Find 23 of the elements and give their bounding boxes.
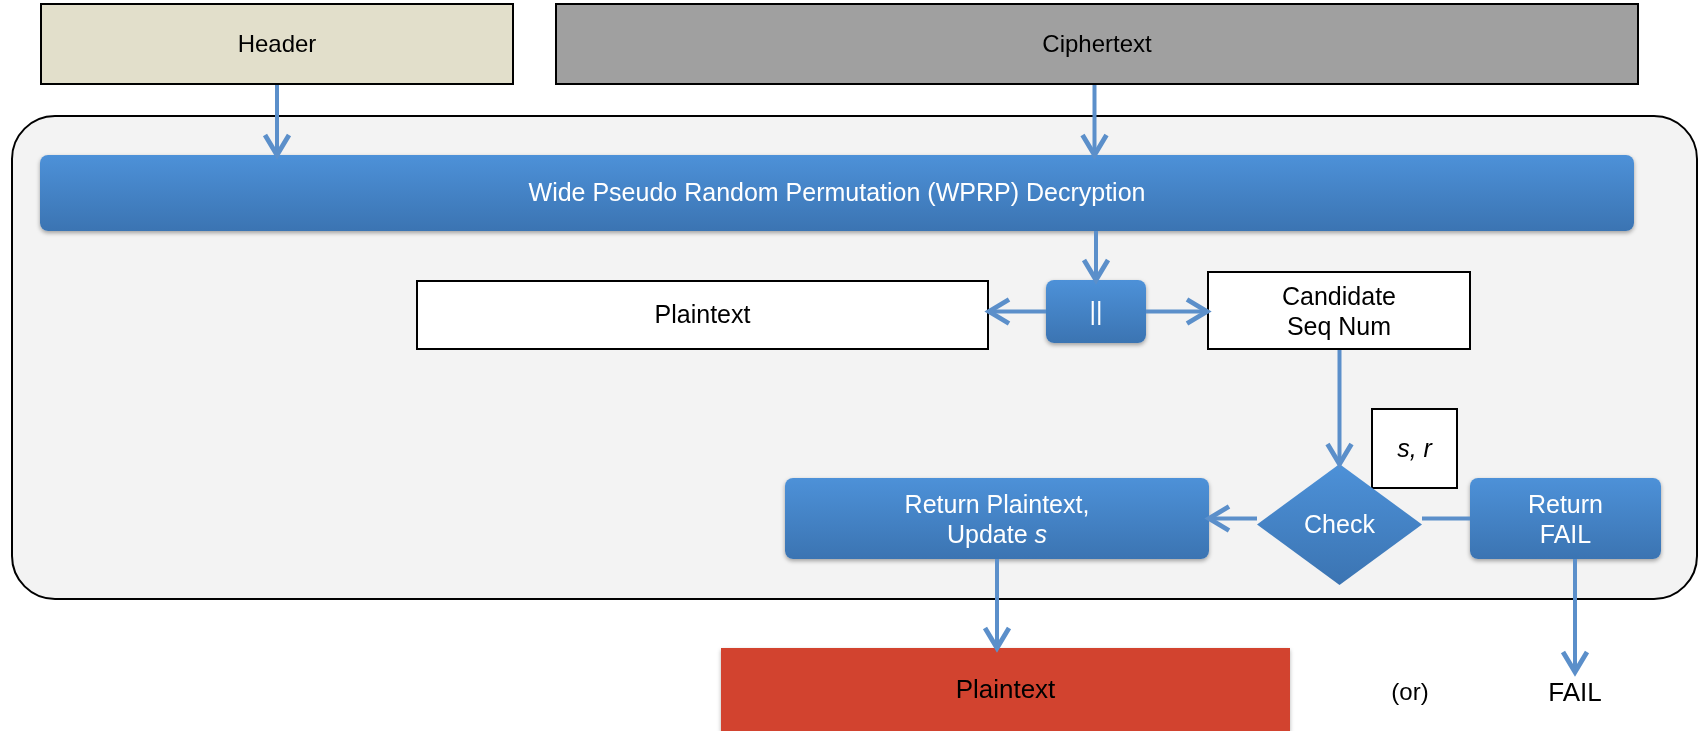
arrow	[1325, 350, 1354, 467]
arrow	[1206, 504, 1257, 533]
arrow	[982, 559, 1012, 651]
process-bar: Wide Pseudo Random Permutation (WPRP) Decryption	[40, 155, 1634, 231]
decision-diamond: Check	[1257, 464, 1422, 585]
output-text: FAIL	[1540, 672, 1610, 712]
state-box: s, r	[1371, 408, 1458, 489]
output-box: Plaintext	[721, 648, 1290, 731]
decryption-container	[11, 115, 1698, 600]
process-box: Return FAIL	[1470, 478, 1661, 559]
arrow	[1081, 231, 1111, 283]
concat-box: ||	[1046, 280, 1146, 343]
process-box: Plaintext	[416, 280, 989, 350]
process-box: Return Plaintext, Update s	[785, 478, 1209, 559]
arrow	[986, 297, 1046, 326]
ciphertext-box: Ciphertext	[555, 3, 1639, 85]
arrow	[1080, 85, 1109, 158]
process-box: Candidate Seq Num	[1207, 271, 1471, 350]
arrow	[262, 85, 292, 158]
arrow	[1146, 297, 1210, 326]
arrow	[1560, 559, 1590, 675]
note-text: (or)	[1390, 677, 1430, 707]
header-box: Header	[40, 3, 514, 85]
